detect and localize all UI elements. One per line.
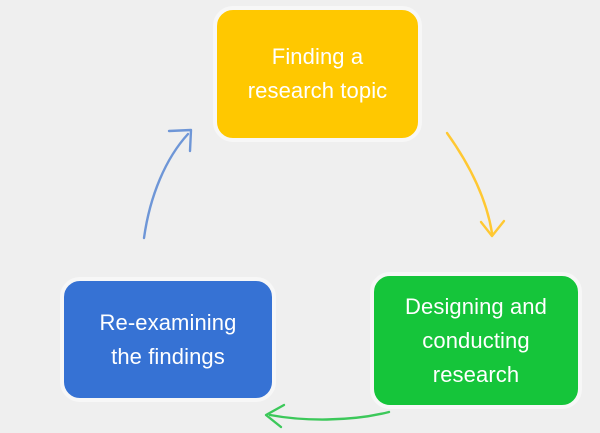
arrow-topic-to-research: [445, 131, 506, 238]
arrow-findings-to-topic: [142, 128, 193, 240]
arrow-head-blue: [167, 128, 193, 153]
arrow-research-to-findings: [264, 403, 391, 429]
node-label: Finding a research topic: [247, 44, 388, 103]
node-re-examining-the-findings[interactable]: Re-examining the findings: [60, 277, 276, 402]
arrow-shaft-blue: [142, 132, 190, 240]
node-finding-a-research-topic[interactable]: Finding a research topic: [213, 6, 422, 142]
arrow-head-yellow: [479, 219, 506, 238]
arrow-shaft-green: [268, 410, 391, 421]
node-label: Re-examining the findings: [99, 309, 237, 369]
node-label: Designing and conducting research: [405, 293, 547, 387]
arrow-shaft-yellow: [445, 131, 494, 235]
node-designing-and-conducting-research[interactable]: Designing and conducting research: [370, 272, 582, 409]
arrow-head-green: [264, 403, 286, 429]
